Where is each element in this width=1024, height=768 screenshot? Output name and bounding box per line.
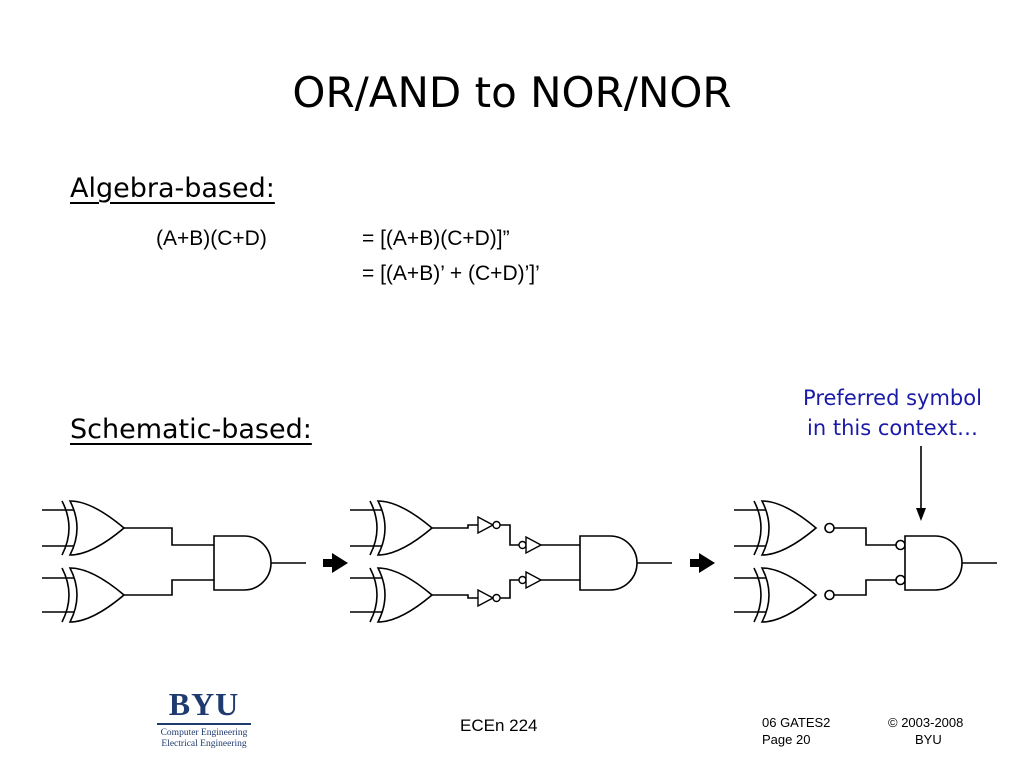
and-input-bubble-2: [895, 574, 906, 586]
schematic-diagram: [42, 446, 997, 623]
copyright: © 2003-2008: [888, 715, 964, 730]
schematic-or-and: [42, 500, 306, 623]
and-gate: [213, 535, 272, 591]
algebra-line-2: = [(A+B)’ + (C+D)’]’: [362, 262, 540, 285]
pointer-arrow: [916, 446, 926, 521]
org-label: BYU: [915, 732, 942, 747]
logo-line-2: Electrical Engineering: [161, 739, 247, 749]
deck-label: 06 GATES2: [762, 715, 831, 730]
inverter-1: [477, 516, 501, 534]
schematic-heading: Schematic-based:: [70, 414, 312, 445]
or-gate-2: [61, 567, 125, 623]
nor-bubble-1: [824, 522, 835, 534]
course-label: ECEn 224: [460, 716, 538, 735]
arrow-1: [323, 553, 348, 573]
inverter-2: [477, 589, 501, 607]
note-line-1: Preferred symbol: [803, 386, 982, 410]
algebra-line-1: = [(A+B)(C+D)]”: [362, 227, 510, 250]
inverter-4: [518, 571, 542, 589]
nor-gate-1: [753, 500, 817, 556]
nor-and-gate: [904, 535, 963, 591]
algebra-heading: Algebra-based:: [70, 173, 275, 204]
preferred-symbol-note: Preferred symbol in this context…: [780, 383, 1005, 443]
slide-title: OR/AND to NOR/NOR: [292, 68, 732, 117]
nor-bubble-2: [824, 589, 835, 601]
schematic-bubbles-added: [350, 500, 672, 623]
note-line-2: in this context…: [807, 416, 978, 440]
arrow-2: [690, 553, 715, 573]
or-gate-1: [61, 500, 125, 556]
logo-line-1: Computer Engineering: [160, 728, 248, 738]
logo-rule: [157, 723, 251, 725]
logo-wordmark: BYU: [168, 686, 240, 722]
nor-gate-2: [753, 567, 817, 623]
algebra-lhs: (A+B)(C+D): [156, 227, 267, 250]
and-gate-2: [579, 535, 638, 591]
page-number: Page 20: [762, 732, 811, 747]
or-gate-4: [369, 567, 433, 623]
or-gate-3: [369, 500, 433, 556]
byu-logo: BYU Computer Engineering Electrical Engi…: [155, 688, 253, 750]
schematic-nor-nor: [734, 500, 997, 623]
and-input-bubble-1: [895, 539, 906, 551]
inverter-3: [518, 536, 542, 554]
